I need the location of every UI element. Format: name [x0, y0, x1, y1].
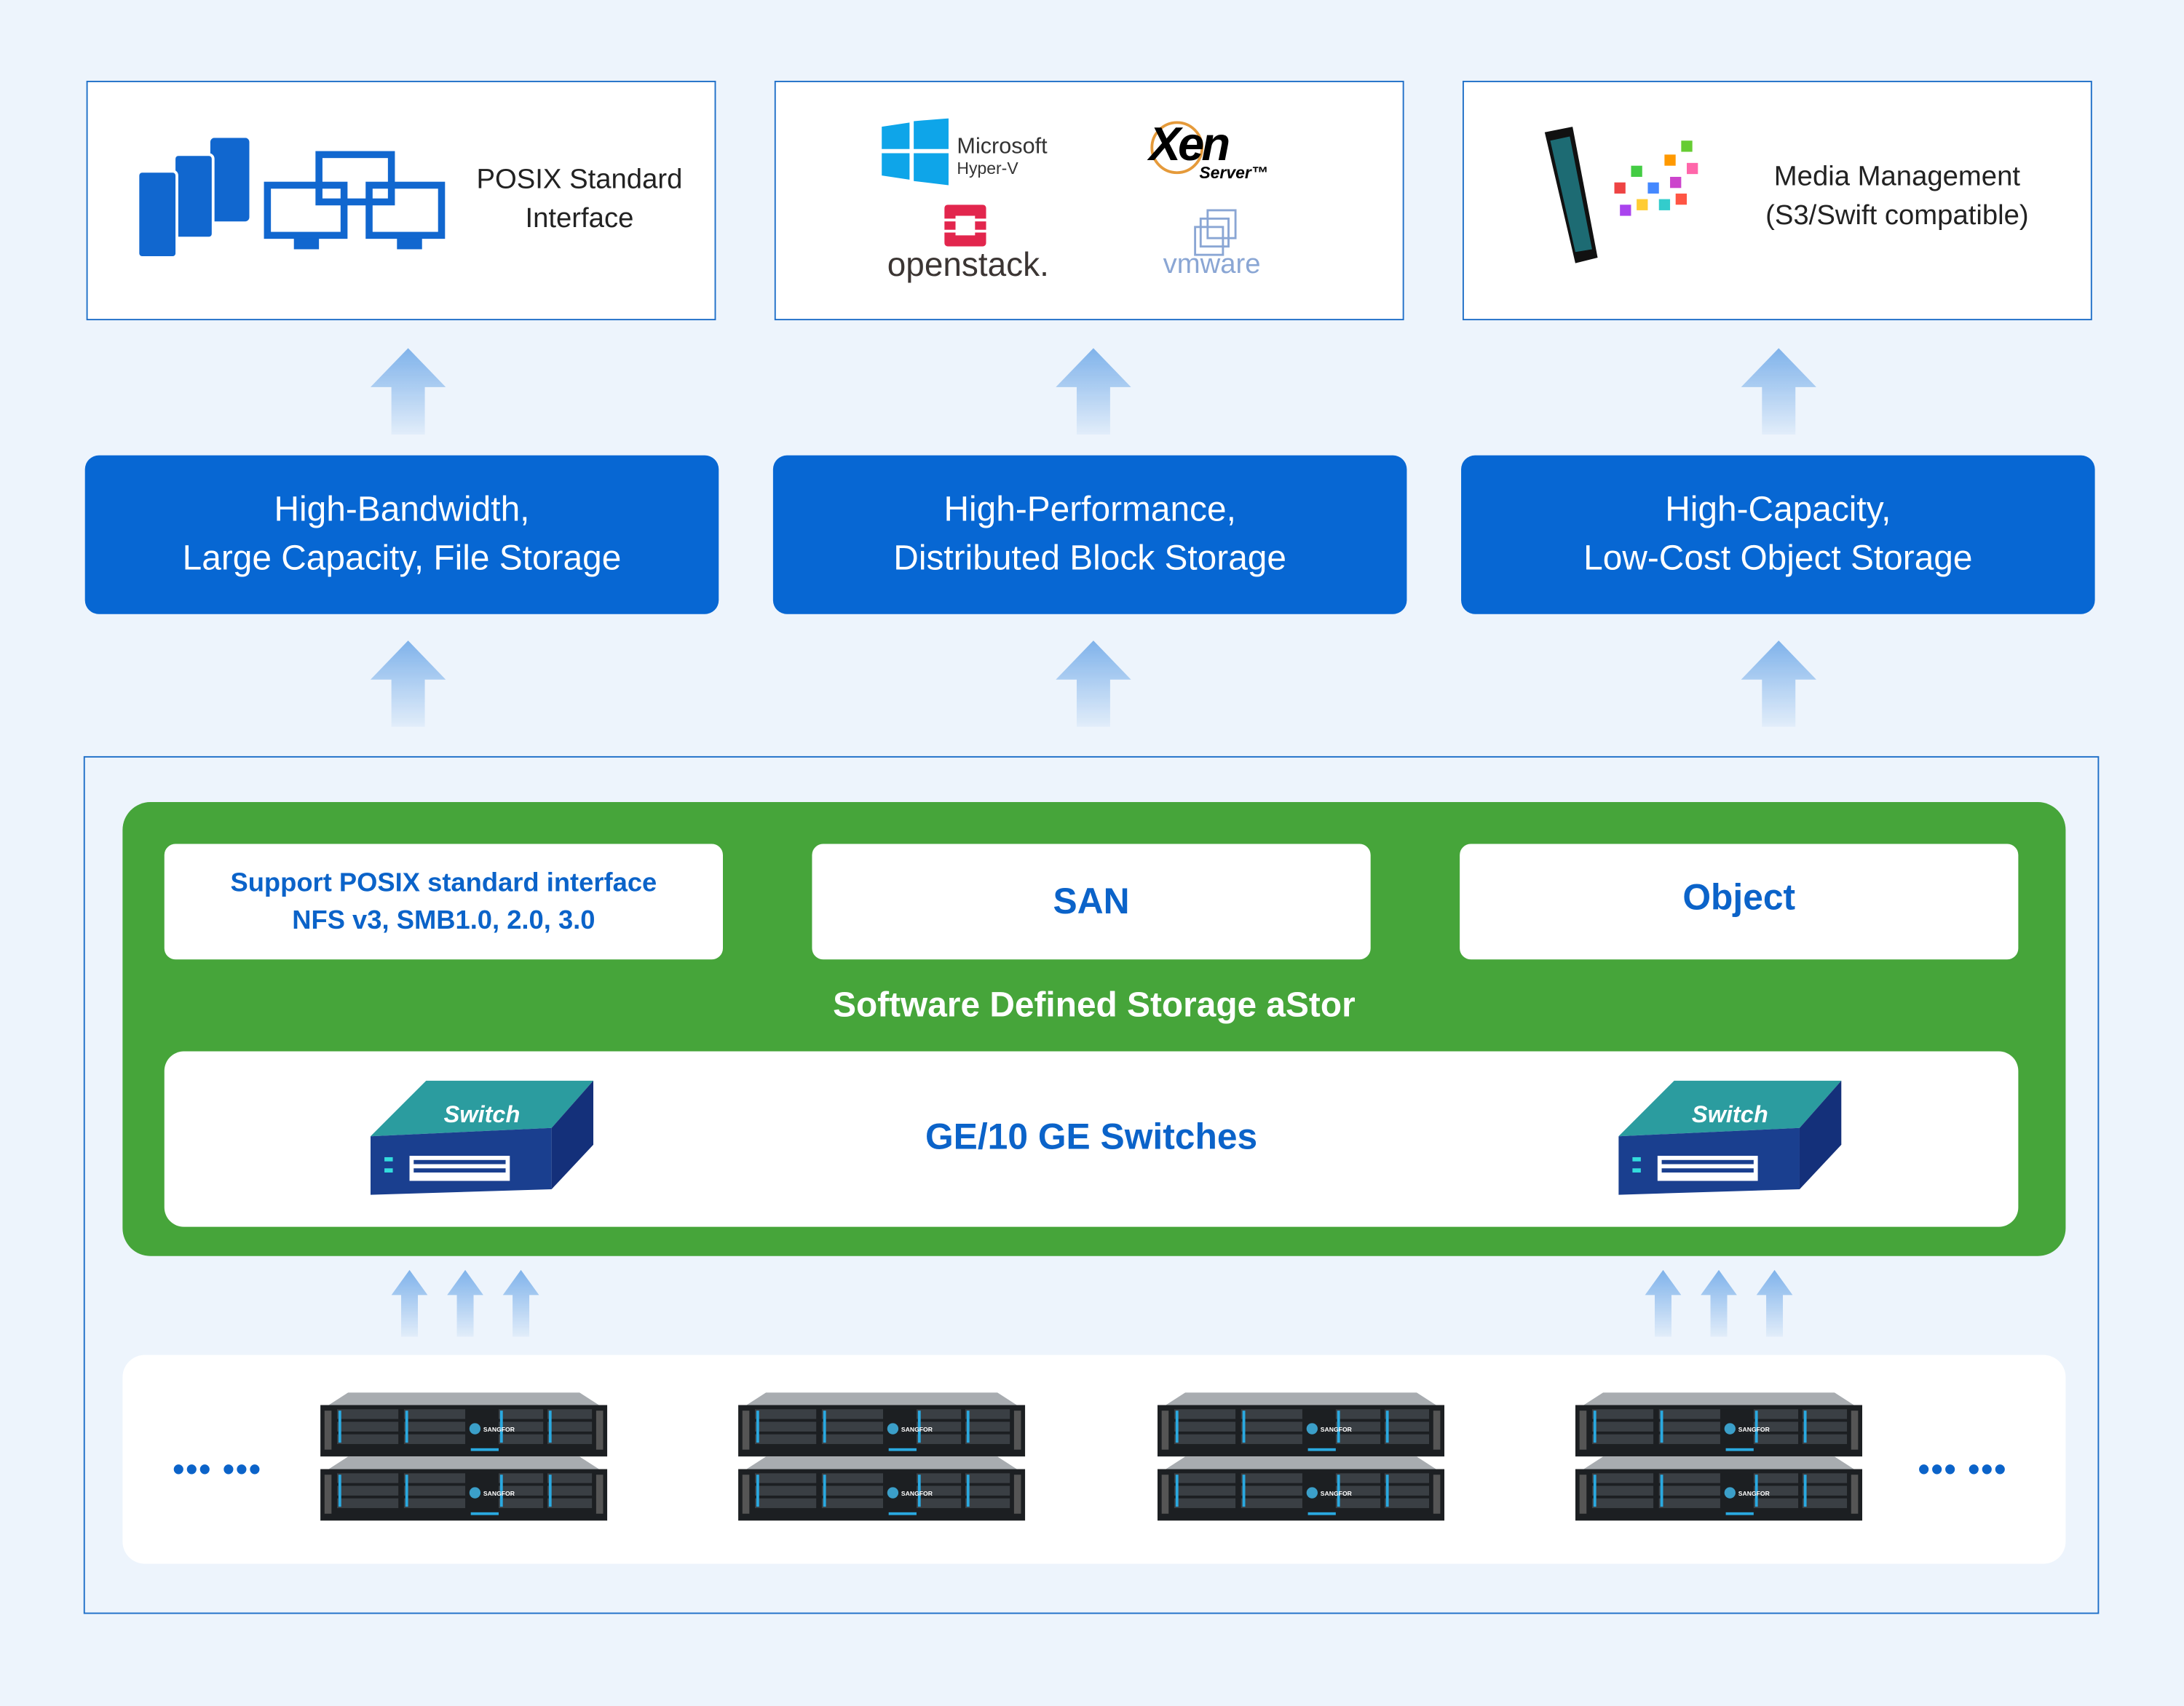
file-storage-line2: Large Capacity, File Storage	[182, 539, 622, 579]
windows-logo-icon	[882, 118, 949, 186]
posix-label: POSIX Standard Interface	[461, 160, 697, 238]
vmware-logo-icon	[1194, 209, 1237, 256]
xen-label: Xen	[1149, 118, 1230, 172]
media-label-line2: (S3/Swift compatible)	[1765, 200, 2029, 231]
server-stack: SANGFOR SANGFOR	[320, 1392, 607, 1520]
object-text: Object	[1682, 876, 1796, 918]
up-arrow-icon	[1056, 348, 1131, 435]
server-rack-icon	[1158, 1392, 1444, 1456]
hypervisor-box: Microsoft Hyper-V Xen Server™ openstack.…	[774, 80, 1404, 321]
up-arrow-icon	[1701, 1270, 1737, 1337]
microsoft-label: Microsoft	[957, 135, 1048, 159]
up-arrow-icon	[1056, 640, 1131, 727]
hyper-v-label: Hyper-V	[957, 159, 1018, 178]
openstack-logo-icon	[944, 205, 986, 247]
server-brand-label: SANGFOR	[901, 1426, 933, 1433]
astor-title: Software Defined Storage aStor	[833, 985, 1356, 1025]
posix-interface-box: POSIX Standard Interface	[86, 80, 716, 321]
server-brand-label: SANGFOR	[1738, 1426, 1770, 1433]
posix-support-text: Support POSIX standard interface	[230, 868, 657, 898]
server-stack: SANGFOR SANGFOR	[738, 1392, 1025, 1520]
server-brand-label: SANGFOR	[901, 1490, 933, 1497]
up-arrow-icon	[503, 1270, 539, 1337]
posix-label-line1: POSIX Standard	[476, 164, 683, 195]
xenserver-label: Server™	[1199, 162, 1268, 183]
server-brand-label: SANGFOR	[1320, 1490, 1352, 1497]
up-arrow-icon	[392, 1270, 428, 1337]
file-storage-box: High-Bandwidth, Large Capacity, File Sto…	[84, 455, 719, 614]
object-cell: Object	[1460, 844, 2019, 960]
more-servers-ellipsis: ••• •••	[173, 1451, 262, 1489]
block-storage-line1: High-Performance,	[943, 490, 1236, 530]
up-arrow-icon	[1741, 640, 1816, 727]
server-rack-icon	[1158, 1456, 1444, 1520]
block-storage-box: High-Performance, Distributed Block Stor…	[772, 455, 1407, 614]
media-label: Media Management (S3/Swift compatible)	[1743, 157, 2052, 235]
object-storage-line2: Low-Cost Object Storage	[1583, 539, 1973, 579]
server-brand-label: SANGFOR	[483, 1426, 515, 1433]
server-stack: SANGFOR SANGFOR	[1575, 1392, 1862, 1520]
server-brand-label: SANGFOR	[1320, 1426, 1352, 1433]
up-arrow-icon	[371, 640, 446, 727]
media-label-line1: Media Management	[1773, 161, 2021, 193]
switches-label: GE/10 GE Switches	[925, 1115, 1258, 1157]
server-rack-icon	[738, 1392, 1025, 1456]
object-storage-line1: High-Capacity,	[1665, 490, 1891, 530]
infrastructure-frame	[83, 755, 2100, 1614]
up-arrow-icon	[1757, 1270, 1793, 1337]
more-servers-ellipsis: ••• •••	[1918, 1451, 2008, 1489]
vmware-label: vmware	[1163, 249, 1261, 280]
server-rack-icon	[320, 1392, 607, 1456]
server-rack-icon	[1575, 1392, 1862, 1456]
up-arrow-icon	[371, 348, 446, 435]
server-stack: SANGFOR SANGFOR	[1158, 1392, 1444, 1520]
openstack-label: openstack.	[887, 246, 1049, 285]
up-arrow-icon	[447, 1270, 483, 1337]
up-arrow-icon	[1645, 1270, 1682, 1337]
servers-monitors-icon	[138, 138, 446, 259]
san-cell: SAN	[812, 844, 1371, 960]
tablet-apps-icon	[1544, 127, 1698, 263]
block-storage-line2: Distributed Block Storage	[893, 539, 1287, 579]
nfs-smb-text: NFS v3, SMB1.0, 2.0, 3.0	[292, 905, 596, 935]
server-brand-label: SANGFOR	[483, 1490, 515, 1497]
media-management-box: Media Management (S3/Swift compatible)	[1462, 80, 2092, 321]
server-rack-icon	[738, 1456, 1025, 1520]
posix-label-line2: Interface	[525, 203, 634, 234]
up-arrow-icon	[1741, 348, 1816, 435]
server-brand-label: SANGFOR	[1738, 1490, 1770, 1497]
object-storage-box: High-Capacity, Low-Cost Object Storage	[1461, 455, 2095, 614]
server-rack-icon	[320, 1456, 607, 1520]
san-text: SAN	[1053, 880, 1130, 922]
posix-nfs-smb-cell: Support POSIX standard interface NFS v3,…	[164, 844, 724, 960]
xen-ring-icon	[1150, 121, 1204, 175]
file-storage-line1: High-Bandwidth,	[274, 490, 530, 530]
server-rack-icon	[1575, 1456, 1862, 1520]
